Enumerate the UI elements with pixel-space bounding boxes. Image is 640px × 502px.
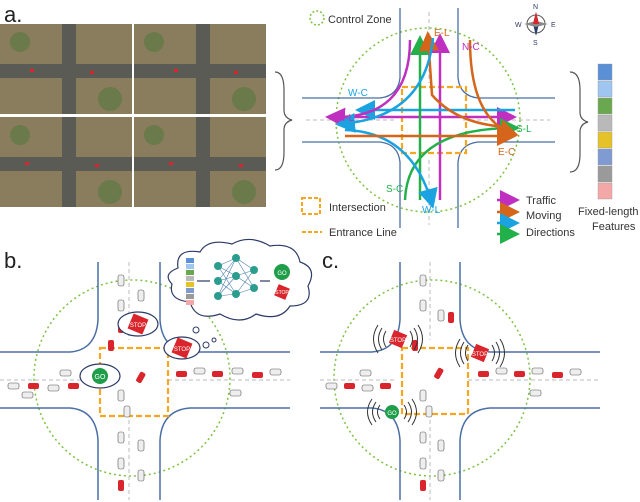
intersection-diagram-c <box>320 262 600 500</box>
label-s-c: S-C <box>386 184 403 195</box>
broadcast-go <box>367 398 417 426</box>
control-zone-legend-icon <box>309 10 325 26</box>
label-w-c: W-C <box>348 88 368 99</box>
stop-cloud-2 <box>163 336 217 360</box>
stop-sign-1-text: STOP <box>130 323 146 329</box>
right-bracket <box>569 71 589 173</box>
feature-cell <box>597 131 613 149</box>
go-cloud <box>79 363 121 389</box>
go-sign-text: GO <box>95 374 106 381</box>
label-n-c: N-C <box>462 42 480 53</box>
compass-w: W <box>515 22 522 29</box>
thought-bubble-dot <box>192 326 200 334</box>
broadcast-stop-2 <box>455 338 505 368</box>
satellite-tile <box>134 24 266 114</box>
compass-icon <box>524 12 548 36</box>
panel-label-c: c. <box>322 248 339 273</box>
traffic-label-line-2: Moving <box>526 210 561 222</box>
broadcast-go-text: GO <box>387 411 397 417</box>
intersection-box <box>400 85 468 155</box>
intersection-label: Intersection <box>329 202 386 214</box>
intersection-legend-icon <box>301 197 321 215</box>
neural-network-cloud <box>167 238 313 321</box>
nn-go-text: GO <box>277 271 287 277</box>
nn-stop-text: STOP <box>275 290 289 296</box>
feature-cell <box>597 165 613 183</box>
broadcast-stop-1-text: STOP <box>390 338 406 344</box>
feature-cell <box>597 148 613 166</box>
satellite-tile <box>0 117 132 207</box>
label-e-c: E-C <box>498 147 515 158</box>
arrow-s-l-green <box>403 118 520 201</box>
feature-cell <box>597 63 613 81</box>
feature-cell <box>597 182 613 200</box>
label-n-l: N-L <box>338 113 355 124</box>
go-output-icon <box>274 264 290 280</box>
label-w-l: W-L <box>422 205 441 216</box>
panel-label-a: a. <box>4 2 22 27</box>
label-s-l: S-L <box>516 124 532 135</box>
vehicles-b <box>7 274 282 491</box>
arrow-w-l-south <box>344 128 438 209</box>
broadcast-stop-2-text: STOP <box>472 352 488 358</box>
feature-cell <box>597 114 613 132</box>
movement-arrows <box>325 31 520 209</box>
label-e-l: E-L <box>434 28 450 39</box>
compass-n: N <box>533 4 538 11</box>
stop-sign-2-text: STOP <box>174 347 190 353</box>
traffic-direction-legend <box>497 190 520 244</box>
satellite-image-grid <box>0 24 266 207</box>
feature-cell <box>597 97 613 115</box>
features-label-line-2: Features <box>592 221 636 233</box>
vehicles-c <box>325 274 582 491</box>
neural-input-stack <box>186 258 194 305</box>
control-zone-label: Control Zone <box>328 14 392 26</box>
compass-s: S <box>533 40 538 47</box>
entrance-line-label: Entrance Line <box>329 227 397 239</box>
left-bracket <box>274 71 293 171</box>
stop-output-icon <box>274 284 290 300</box>
arrow-w-l-blue <box>335 37 435 133</box>
features-label-line-1: Fixed-length <box>578 206 639 218</box>
satellite-tile <box>134 117 266 207</box>
traffic-label-line-3: Directions <box>526 227 575 239</box>
satellite-tile <box>0 24 132 114</box>
traffic-label-line-1: Traffic <box>526 195 556 207</box>
broadcast-stop-1 <box>373 324 423 354</box>
panel-label-b: b. <box>4 248 22 273</box>
stop-cloud-1 <box>117 311 159 337</box>
compass-e: E <box>551 22 556 29</box>
feature-cell <box>597 80 613 98</box>
feature-vector-stack <box>597 63 613 200</box>
